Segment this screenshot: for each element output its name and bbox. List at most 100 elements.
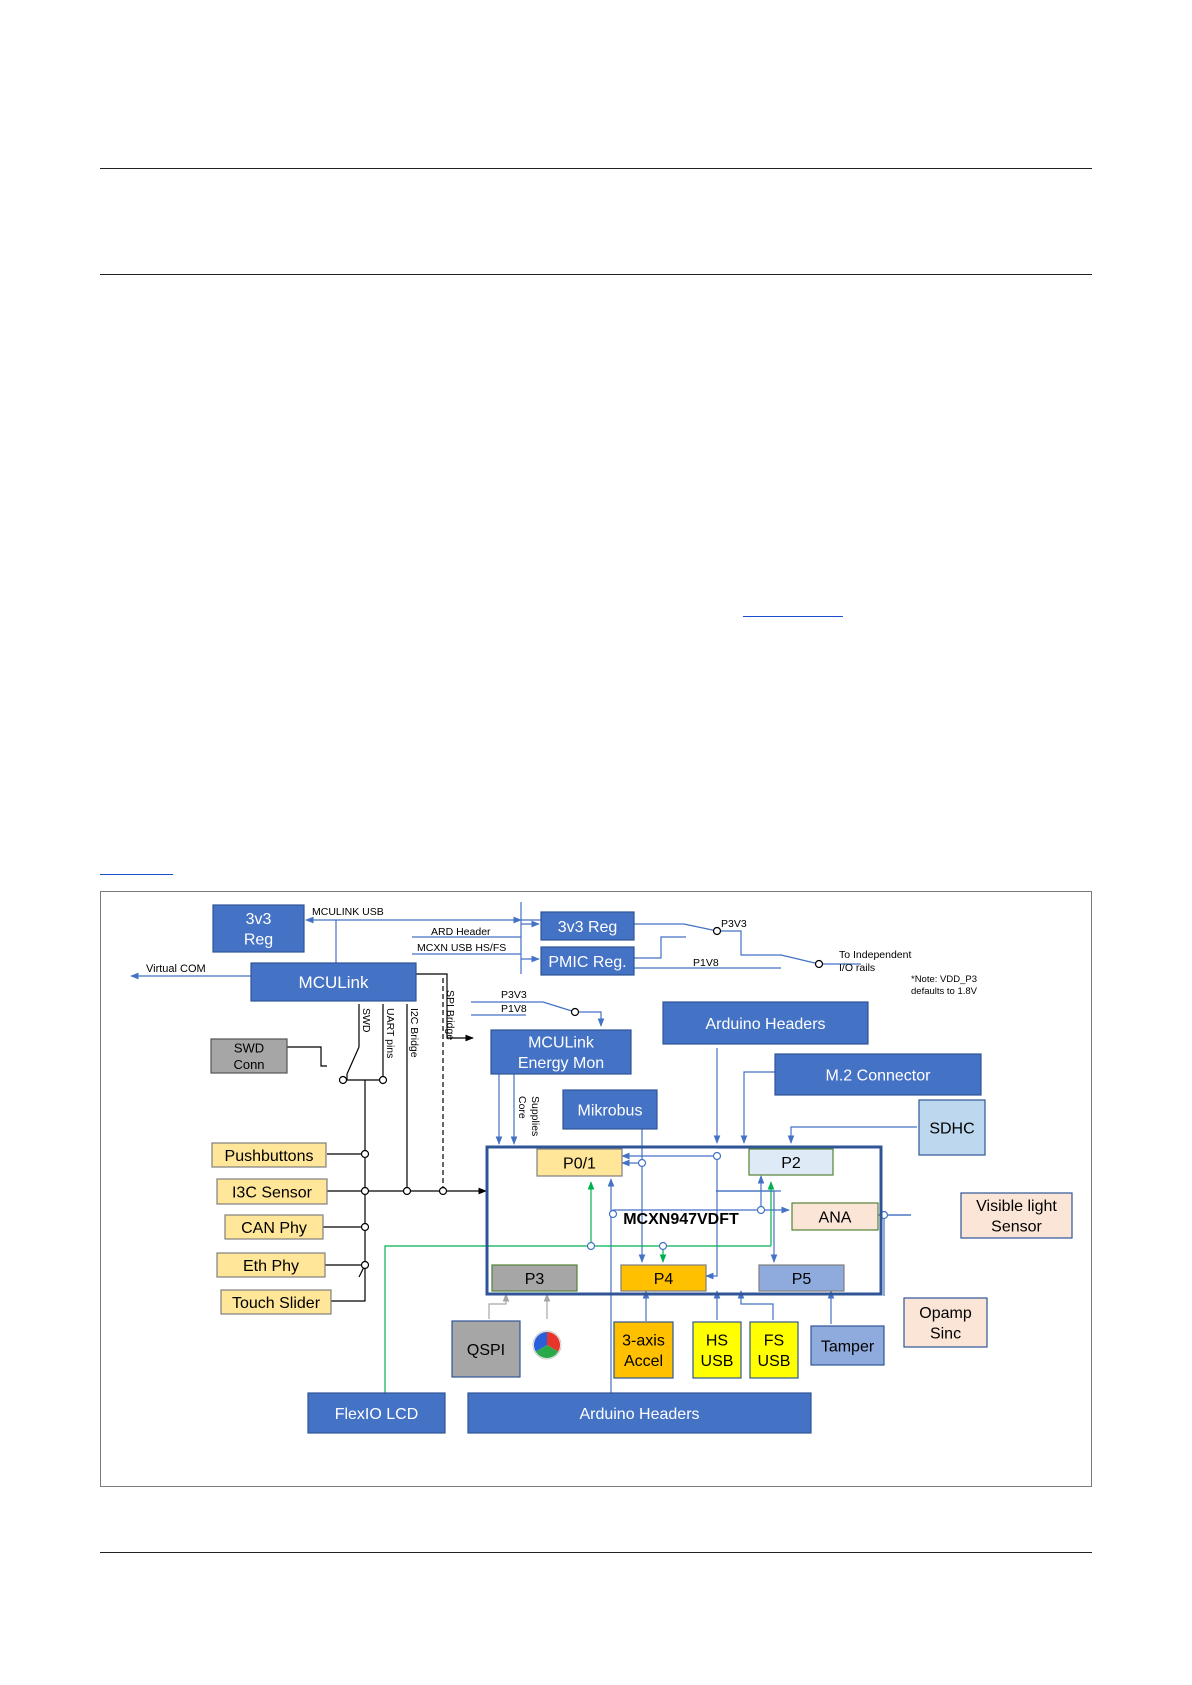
label-ard-header: ARD Header xyxy=(431,926,491,938)
switch-mon-arm xyxy=(542,1001,576,1013)
label-virtual-com: Virtual COM xyxy=(146,963,206,975)
block-pushbuttons-label: Pushbuttons xyxy=(225,1148,314,1165)
switch-node-p3v3 xyxy=(712,926,722,936)
block-tamper: Tamper xyxy=(810,1325,885,1366)
block-p4-box xyxy=(620,1264,707,1292)
block-eth-phy-box xyxy=(216,1252,326,1278)
bottom-rule xyxy=(100,1552,1092,1553)
block-mculink-energy-box xyxy=(490,1029,632,1075)
block-m2-connector-label: M.2 Connector xyxy=(826,1067,932,1084)
wire-sdhc xyxy=(787,1126,917,1144)
block-i3c-sensor-label: I3C Sensor xyxy=(232,1184,313,1201)
wire-to-energy-mon-black xyxy=(415,973,474,1042)
block-reg-3v3-box xyxy=(540,911,635,941)
block-ana: ANA xyxy=(791,1202,879,1231)
wire-to-p4-right xyxy=(705,1156,718,1280)
block-sdhc-label: SDHC xyxy=(929,1120,974,1137)
link-underline-1[interactable] xyxy=(743,616,843,617)
block-opamp-sinc-label: Sinc xyxy=(930,1326,961,1343)
label-note: defaults to 1.8V xyxy=(911,986,978,997)
block-p5-label: P5 xyxy=(792,1271,812,1288)
block-swd-conn-box xyxy=(210,1038,288,1074)
switch-node-mon xyxy=(570,1007,580,1017)
flexio-wires xyxy=(384,1181,775,1402)
block-flexio-lcd-box xyxy=(307,1392,446,1434)
top-rule-1 xyxy=(100,168,1092,169)
block-swd-conn-label: Conn xyxy=(233,1057,264,1072)
label-i2c-bridge: I2C Bridge xyxy=(408,1008,420,1058)
wire-to-p5 xyxy=(716,1190,778,1263)
label-p1v8-rail: P1V8 xyxy=(693,957,719,969)
block-opamp-sinc-box xyxy=(903,1297,988,1348)
label-p1v8-mon: P1V8 xyxy=(501,1003,527,1015)
block-can-phy-box xyxy=(224,1214,324,1240)
wire-swd-conn xyxy=(287,1046,327,1067)
block-fs-usb-label: USB xyxy=(758,1353,791,1370)
block-flexio-lcd: FlexIO LCD xyxy=(307,1392,446,1434)
block-mikrobus: Mikrobus xyxy=(562,1089,658,1130)
block-tamper-label: Tamper xyxy=(821,1338,875,1355)
block-sdhc-box xyxy=(918,1099,986,1156)
block-pmic-reg: PMIC Reg. xyxy=(540,946,635,976)
block-fs-usb-label: FS xyxy=(764,1333,784,1350)
label-spi-bridge: SPI Bridge xyxy=(444,990,456,1040)
block-mculink-energy-label: MCULink xyxy=(528,1035,595,1052)
label-note: *Note: VDD_P3 xyxy=(911,974,977,985)
rgb-led-icon xyxy=(532,1330,562,1360)
label-p3v3-mon: P3V3 xyxy=(501,989,527,1001)
node-can xyxy=(360,1222,370,1232)
block-p3-label: P3 xyxy=(525,1271,545,1288)
qspi-wires xyxy=(488,1293,551,1319)
block-p3-box xyxy=(491,1264,578,1292)
block-hs-usb-label: USB xyxy=(701,1353,734,1370)
wire-touch-slider xyxy=(331,1292,366,1302)
switch-node-uart xyxy=(378,1075,388,1085)
block-mculink: MCULink xyxy=(250,962,417,1002)
block-arduino-headers-top-label: Arduino Headers xyxy=(705,1016,825,1033)
block-tamper-box xyxy=(810,1325,885,1366)
block-p2: P2 xyxy=(748,1148,834,1176)
block-p01-label: P0/1 xyxy=(563,1155,596,1172)
block-mikrobus-label: Mikrobus xyxy=(578,1102,643,1119)
node-internal-left xyxy=(608,1209,618,1219)
block-accel-box xyxy=(613,1321,674,1379)
mcu-label: MCXN947VDFT xyxy=(623,1211,739,1228)
block-eth-phy-label: Eth Phy xyxy=(243,1258,299,1275)
node-mikrobus xyxy=(637,1158,647,1168)
block-arduino-headers-bottom-box xyxy=(467,1392,812,1434)
link-underline-2[interactable] xyxy=(100,874,173,875)
block-swd-conn-label: SWD xyxy=(234,1040,264,1055)
block-visible-light-label: Visible light xyxy=(976,1198,1057,1215)
block-reg-3v3-left-label: 3v3 xyxy=(246,911,272,928)
block-flexio-lcd-label: FlexIO LCD xyxy=(335,1406,419,1423)
block-pmic-reg-box xyxy=(540,946,635,976)
wire-m2 xyxy=(740,1071,775,1144)
block-arduino-headers-bottom-label: Arduino Headers xyxy=(579,1406,699,1423)
block-m2-connector: M.2 Connector xyxy=(774,1053,982,1096)
block-hs-usb-label: HS xyxy=(706,1333,728,1350)
block-arduino-headers-top-box xyxy=(662,1001,869,1045)
block-accel-label: 3-axis xyxy=(622,1333,665,1350)
wire-to-p2 xyxy=(612,1175,765,1214)
block-p4-label: P4 xyxy=(654,1271,674,1288)
block-ana-box xyxy=(791,1202,879,1231)
block-mculink-label: MCULink xyxy=(299,973,369,992)
block-arduino-headers-bottom: Arduino Headers xyxy=(467,1392,812,1434)
block-sdhc: SDHC xyxy=(918,1099,986,1156)
block-opamp-sinc-label: Opamp xyxy=(919,1305,972,1322)
block-i3c-sensor: I3C Sensor xyxy=(216,1178,328,1205)
label-to-independent: I/O rails xyxy=(839,962,875,974)
block-m2-connector-box xyxy=(774,1053,982,1096)
block-qspi-label: QSPI xyxy=(467,1342,505,1359)
block-can-phy: CAN Phy xyxy=(224,1214,324,1240)
block-accel-label: Accel xyxy=(624,1353,663,1370)
block-reg-3v3-left-box xyxy=(212,904,305,953)
block-hs-usb: HS USB xyxy=(692,1321,742,1379)
wire-switch-join xyxy=(346,1074,384,1081)
block-p01: P0/1 xyxy=(536,1148,623,1177)
